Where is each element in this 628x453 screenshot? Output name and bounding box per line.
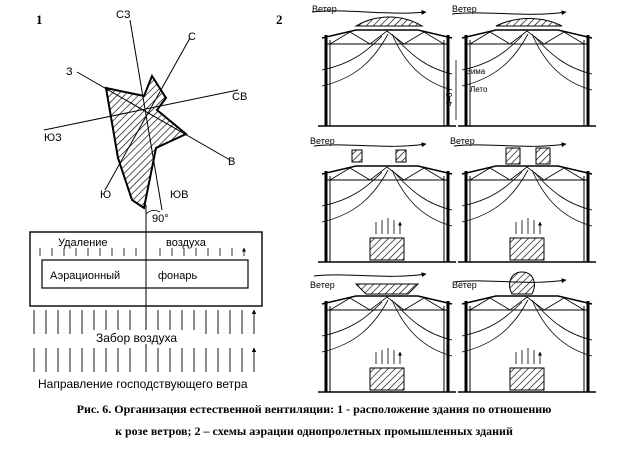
direction-label: ЮЗ — [44, 132, 62, 144]
wind-rose: СЗ С СВ В ЮВ Ю ЮЗ З 90° — [43, 9, 247, 225]
wind-label: Ветер — [312, 4, 337, 14]
aeration-schemes: Ветер Ветер Зима Лето 4–6 Ветер — [310, 4, 598, 394]
wind-label: Ветер — [450, 136, 475, 146]
part-1-number: 1 — [36, 12, 43, 27]
scheme-5 — [313, 272, 458, 394]
direction-label: З — [66, 66, 73, 78]
direction-label: В — [228, 156, 235, 168]
wind-label: Ветер — [452, 4, 477, 14]
prevailing-wind-label: Направление господствующего ветра — [38, 377, 248, 391]
figure-caption: Рис. 6. Организация естественной вентиля… — [0, 398, 628, 442]
direction-label: Ю — [100, 189, 111, 201]
removal-label: Удаление — [58, 237, 108, 249]
scheme-6 — [453, 271, 598, 394]
part-2-number: 2 — [276, 12, 283, 27]
scheme-1 — [311, 9, 458, 128]
lantern-right-label: фонарь — [158, 270, 197, 282]
wind-rose-polygon — [104, 73, 188, 210]
direction-label: С — [188, 31, 196, 43]
scheme-4 — [453, 142, 598, 264]
height-label: 4–6 — [445, 92, 454, 106]
wind-label: Ветер — [310, 136, 335, 146]
scheme-2 — [451, 10, 598, 128]
scheme-3 — [313, 142, 458, 264]
air-label: воздуха — [166, 237, 207, 249]
building-plan: Удаление воздуха Аэрационный фонарь Забо… — [29, 205, 263, 391]
intake-label: Забор воздуха — [96, 331, 177, 345]
summer-label: Лето — [470, 85, 488, 94]
winter-label: Зима — [466, 67, 486, 76]
direction-label: СВ — [232, 91, 247, 103]
angle-label: 90° — [152, 213, 169, 225]
caption-line-1: Рис. 6. Организация естественной вентиля… — [76, 402, 552, 416]
wind-label: Ветер — [452, 280, 477, 290]
lantern-left-label: Аэрационный — [50, 270, 120, 282]
figure-canvas: 1 2 СЗ С СВ В ЮВ Ю ЮЗ З 90° Удаление воз… — [29, 4, 598, 394]
direction-label: ЮВ — [170, 189, 188, 201]
direction-label: СЗ — [116, 9, 131, 21]
wind-label: Ветер — [310, 280, 335, 290]
caption-line-2: к розе ветров; 2 – схемы аэрации однопро… — [115, 424, 513, 438]
